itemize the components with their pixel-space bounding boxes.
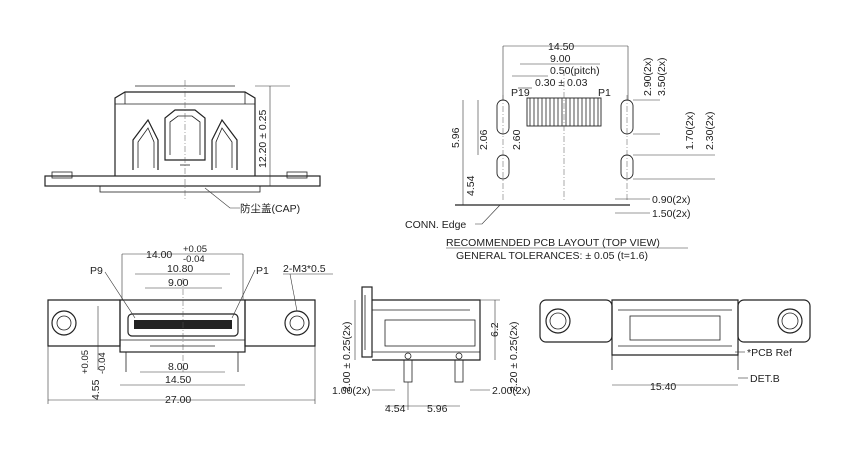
cap-label: 防尘盖(CAP) — [240, 202, 300, 215]
dim-9-00: 9.00 — [168, 277, 189, 289]
screw-hole-right — [284, 310, 310, 336]
edge-leader — [475, 204, 501, 225]
dim-14-50: 14.50 — [165, 374, 191, 386]
center-cap — [164, 109, 206, 161]
front-view: 14.00 +0.05 -0.04 10.80 9.00 P9 P1 2-M3*… — [47, 244, 333, 406]
rear-flange-left — [539, 299, 613, 343]
flange-left — [47, 299, 121, 347]
dim-2-00: 2.00(2x) — [492, 385, 531, 397]
label-p1: P1 — [256, 265, 269, 277]
dim-w2: 1.50(2x) — [652, 208, 691, 220]
dim-v2: 2.06 — [478, 129, 490, 150]
left-tab — [51, 171, 73, 179]
pcb-layout-view: 14.50 9.00 0.50(pitch) 0.30 ± 0.03 P19 P… — [405, 41, 716, 262]
flange-right — [244, 299, 316, 347]
left-latch — [132, 118, 159, 170]
base-lower — [99, 185, 261, 193]
top-side-view: 12.20 ± 0.25 防尘盖(CAP) — [44, 80, 321, 215]
dim-w1: 0.90(2x) — [652, 194, 691, 206]
dim-slot2-h2: 2.30(2x) — [704, 111, 716, 150]
pcb-ref: *PCB Ref — [747, 347, 792, 359]
dim-left-plus: +0.05 — [80, 350, 91, 374]
dim-pad-width: 0.30 ± 0.03 — [535, 77, 588, 89]
dim-slot2-h1: 1.70(2x) — [684, 111, 696, 150]
tolerance-note: GENERAL TOLERANCES: ± 0.05 (t=1.6) — [456, 250, 648, 262]
dim-pins-span: 9.00 — [550, 53, 571, 65]
dim-15-40: 15.40 — [650, 381, 676, 393]
label-screw: 2-M3*0.5 — [283, 263, 326, 275]
right-latch — [211, 118, 238, 170]
side-view: 2.00 ± 0.25(2x) 6.2 2.20 ± 0.25(2x) 1.00… — [332, 286, 531, 415]
dim-top-minus: -0.04 — [183, 254, 205, 265]
dim-side-left: 2.00 ± 0.25(2x) — [341, 321, 353, 392]
dim-8-00: 8.00 — [168, 361, 189, 373]
layout-title: RECOMMENDED PCB LAYOUT (TOP VIEW) — [446, 237, 660, 249]
side-inner — [384, 319, 476, 347]
rear-hole-right — [777, 308, 803, 334]
dim-width: 14.50 — [548, 41, 574, 53]
cap-leader — [204, 187, 240, 209]
det-b: DET.B — [750, 373, 780, 385]
dim-slot-h2: 3.50(2x) — [656, 57, 668, 96]
dim-10-80: 10.80 — [167, 263, 193, 275]
side-flange — [361, 286, 373, 358]
dim-4-54: 4.54 — [385, 403, 406, 415]
dim-v3: 2.60 — [511, 129, 523, 150]
dim-top-plus: +0.05 — [183, 244, 207, 255]
dim-left-minus: -0.04 — [97, 352, 108, 374]
rear-body — [611, 299, 739, 356]
rear-inner — [629, 315, 721, 341]
leg-left — [403, 359, 413, 383]
dim-v4: 4.54 — [465, 175, 477, 196]
dim-27-00: 27.00 — [165, 394, 191, 406]
dim-slot-h1: 2.90(2x) — [642, 57, 654, 96]
leg-right — [454, 359, 464, 383]
rear-hole-left — [545, 308, 571, 334]
screw-hole-left — [51, 310, 77, 336]
label-p1: P1 — [598, 87, 611, 99]
pcb-plate — [44, 175, 321, 187]
side-body — [372, 299, 481, 361]
dim-6-2: 6.2 — [489, 322, 501, 337]
label-p9: P9 — [90, 265, 103, 277]
dim-5-96: 5.96 — [427, 403, 448, 415]
right-tab — [286, 171, 308, 179]
edge-label: CONN. Edge — [405, 219, 466, 231]
rear-flange-right — [737, 299, 811, 343]
dim-top-main: 14.00 — [146, 249, 172, 261]
dim-v1: 5.96 — [450, 127, 462, 148]
dim-side-right: 2.20 ± 0.25(2x) — [508, 321, 520, 392]
dim-left-main: 4.55 — [90, 379, 102, 400]
label-p19: P19 — [511, 87, 530, 99]
dim-pitch: 0.50(pitch) — [550, 65, 600, 77]
dim-1-00: 1.00(2x) — [332, 385, 371, 397]
dim-height: 12.20 ± 0.25 — [257, 110, 269, 168]
rear-view: *PCB Ref 15.40 DET.B — [539, 299, 811, 393]
